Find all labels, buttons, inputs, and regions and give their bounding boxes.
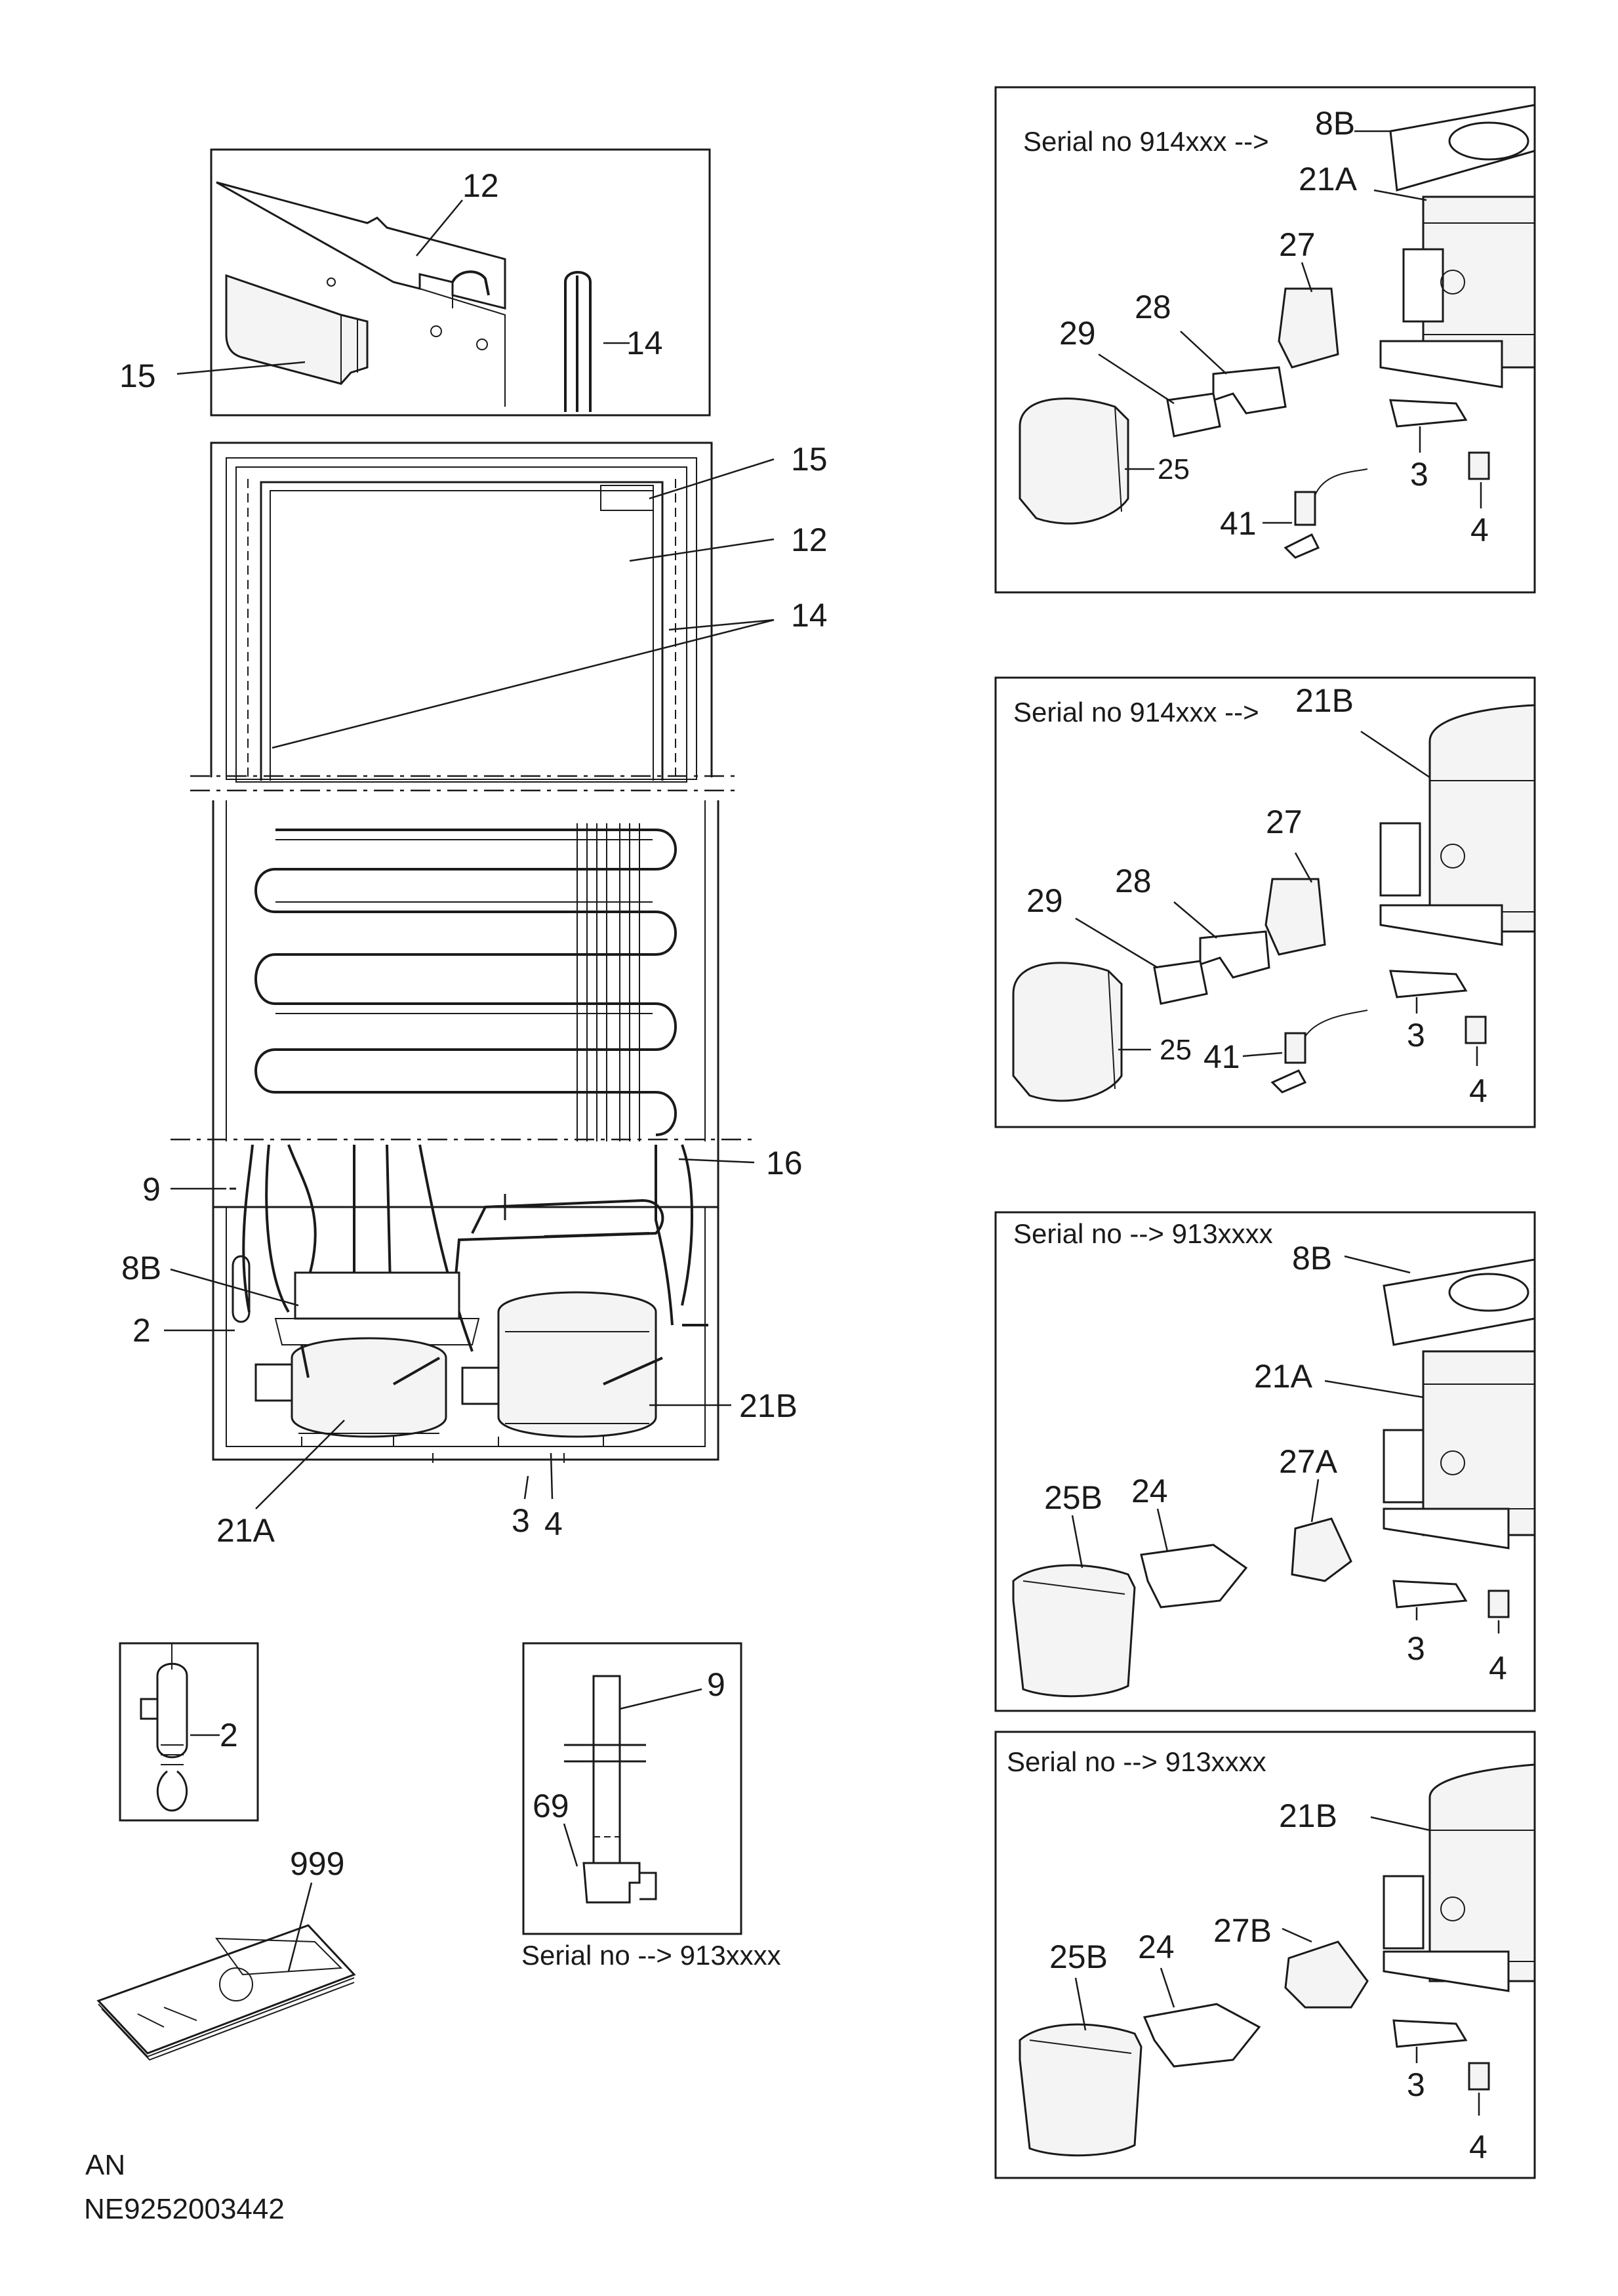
panel-4-callout-27B: 27B bbox=[1213, 1912, 1272, 1949]
panel-4 bbox=[994, 1731, 1536, 2179]
panel-1-callout-27: 27 bbox=[1279, 226, 1316, 263]
panel-2-callout-41: 41 bbox=[1203, 1038, 1240, 1075]
top-detail-box bbox=[210, 148, 711, 417]
callout-14-top: 14 bbox=[626, 325, 663, 361]
thermostat-detail-box bbox=[119, 1642, 259, 1822]
panel-4-callout-4: 4 bbox=[1469, 2129, 1487, 2165]
panel-2-callout-27: 27 bbox=[1266, 804, 1303, 840]
panel-3-callout-27A: 27A bbox=[1279, 1443, 1338, 1480]
panel-1-callout-4: 4 bbox=[1470, 512, 1489, 548]
callout-21B-cabinet: 21B bbox=[739, 1387, 798, 1424]
panel-1-callout-8B: 8B bbox=[1315, 105, 1355, 142]
cabinet-upper-section bbox=[190, 441, 735, 783]
callout-2-cabinet: 2 bbox=[132, 1312, 151, 1349]
panel-1-callout-25: 25 bbox=[1158, 453, 1190, 485]
panel-3-callout-21A: 21A bbox=[1254, 1358, 1313, 1395]
drain-serial-label: Serial no --> 913xxxx bbox=[521, 1940, 781, 1971]
callout-9-cabinet: 9 bbox=[142, 1171, 161, 1208]
panel-1-callout-29: 29 bbox=[1059, 315, 1096, 352]
panel-2-callout-29: 29 bbox=[1026, 882, 1063, 919]
panel-1 bbox=[994, 86, 1536, 594]
panel-3 bbox=[994, 1211, 1536, 1712]
callout-12-top: 12 bbox=[462, 167, 499, 204]
panel-1-callout-41: 41 bbox=[1220, 505, 1257, 542]
panel-2-serial: Serial no 914xxx --> bbox=[1013, 697, 1259, 728]
panel-2-callout-3: 3 bbox=[1407, 1017, 1425, 1054]
panel-3-callout-8B: 8B bbox=[1292, 1240, 1332, 1277]
panel-4-serial: Serial no --> 913xxxx bbox=[1007, 1746, 1266, 1777]
panel-3-callout-3: 3 bbox=[1407, 1630, 1425, 1667]
callout-21A-cabinet: 21A bbox=[216, 1512, 275, 1549]
callout-15-cabinet: 15 bbox=[791, 441, 828, 478]
panel-3-callout-25B: 25B bbox=[1044, 1479, 1102, 1516]
panel-4-callout-3: 3 bbox=[1407, 2066, 1425, 2103]
panel-3-callout-4: 4 bbox=[1489, 1650, 1507, 1687]
callout-15-top: 15 bbox=[119, 358, 156, 394]
panel-1-serial: Serial no 914xxx --> bbox=[1023, 126, 1269, 157]
panel-4-callout-21B: 21B bbox=[1279, 1797, 1337, 1834]
panel-2 bbox=[994, 676, 1536, 1128]
panel-2-callout-4: 4 bbox=[1469, 1073, 1487, 1109]
callout-3-cabinet: 3 bbox=[512, 1502, 530, 1539]
panel-2-callout-21B: 21B bbox=[1295, 682, 1354, 719]
panel-1-callout-28: 28 bbox=[1135, 289, 1171, 325]
callout-4-cabinet: 4 bbox=[544, 1506, 563, 1542]
callout-999: 999 bbox=[290, 1845, 344, 1882]
callout-12-cabinet: 12 bbox=[791, 522, 828, 558]
callout-8B-cabinet: 8B bbox=[121, 1250, 161, 1286]
panel-4-callout-24: 24 bbox=[1138, 1929, 1175, 1965]
footer-line-2: NE9252003442 bbox=[84, 2193, 285, 2225]
panel-4-callout-25B: 25B bbox=[1049, 1938, 1108, 1975]
panel-3-callout-24: 24 bbox=[1131, 1473, 1168, 1509]
panel-3-serial: Serial no --> 913xxxx bbox=[1013, 1218, 1273, 1249]
callout-69: 69 bbox=[533, 1788, 569, 1824]
panel-2-callout-25: 25 bbox=[1160, 1034, 1192, 1066]
callout-16: 16 bbox=[766, 1145, 803, 1181]
cabinet-lower-section bbox=[171, 789, 758, 1463]
callout-14-cabinet: 14 bbox=[791, 597, 828, 634]
callout-2-thermostat: 2 bbox=[220, 1717, 238, 1753]
panel-1-callout-3: 3 bbox=[1410, 456, 1428, 493]
panel-1-callout-21A: 21A bbox=[1299, 161, 1358, 197]
panel-2-callout-28: 28 bbox=[1115, 863, 1152, 899]
user-manual bbox=[96, 1924, 356, 2061]
footer-line-1: AN bbox=[85, 2149, 125, 2181]
drain-detail-box bbox=[522, 1642, 742, 1935]
callout-9-drain: 9 bbox=[707, 1666, 725, 1703]
